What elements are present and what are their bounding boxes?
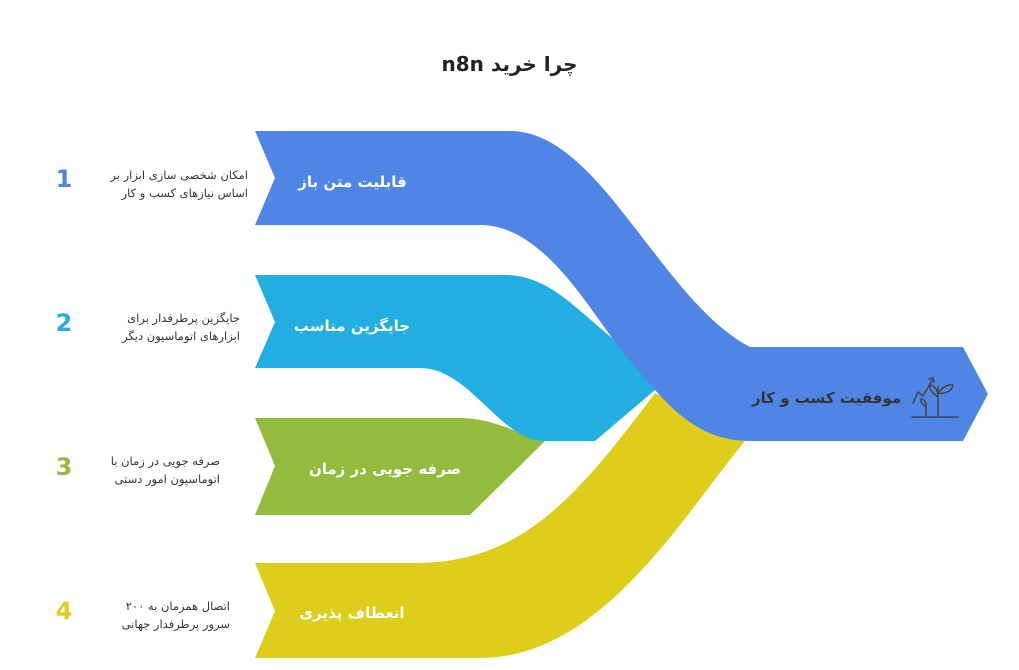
item-label-2: جایگزین مناسب — [293, 317, 411, 335]
growth-plant-icon — [911, 377, 959, 418]
item-number-3: 3 — [55, 453, 73, 481]
band-item-1 — [255, 131, 988, 441]
item-number-2: 2 — [55, 309, 73, 337]
item-label-4: انعطاف پذیری — [299, 604, 405, 622]
item-label-1: قابلیت متن باز — [298, 173, 407, 191]
band-item-3 — [255, 418, 545, 515]
band-item-2 — [255, 275, 665, 441]
diagram-title: چرا خرید n8n — [441, 52, 578, 76]
item-number-4: 4 — [55, 597, 73, 625]
band-item-4 — [255, 393, 745, 658]
item-number-1: 1 — [55, 165, 73, 193]
item-label-3: صرفه جویی در زمان — [308, 460, 462, 478]
outcome-label: موفقیت کسب و کار — [752, 389, 902, 407]
